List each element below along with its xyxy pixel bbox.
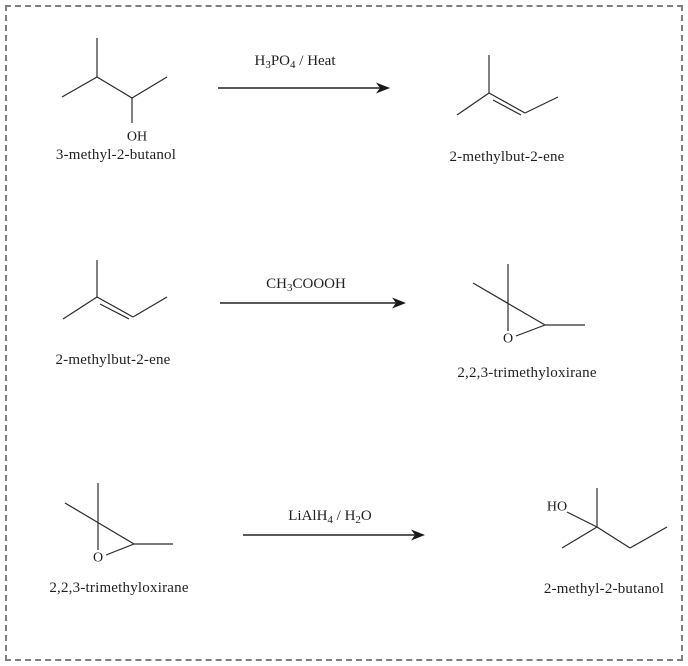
reagent-step-3: LiAlH4 / H2O [288, 508, 372, 526]
bond-line [566, 511, 598, 528]
bond-line [524, 96, 559, 114]
arrow-head [411, 529, 425, 541]
reagent-text: PO [270, 53, 291, 69]
arrow-head [376, 82, 390, 94]
structure-2-methyl-2-butanol: HO [540, 480, 680, 560]
label-product-1: 2-methylbut-2-ene [449, 149, 565, 165]
structure-2-methylbut-2-ene-row2 [45, 250, 185, 335]
reaction-arrow [218, 82, 390, 94]
structure-trimethyloxirane-row2: O [460, 255, 595, 350]
reagent-text: LiAlH [288, 508, 328, 524]
bond-line [62, 296, 98, 320]
subscript-text: 2 [355, 514, 361, 526]
bond-line [515, 324, 546, 337]
label-reactant-3: 2,2,3-trimethyloxirane [49, 580, 189, 596]
bond-line [561, 526, 598, 549]
bond-line [96, 296, 134, 318]
reagent-step-2: CH3COOOH [266, 276, 346, 294]
skeletal-structure [456, 55, 559, 116]
bond-line [488, 92, 526, 114]
structure-trimethyloxirane-row3: O [50, 475, 185, 570]
bond-line [61, 76, 98, 98]
reagent-text: COOOH [292, 276, 346, 292]
bond-line [64, 502, 135, 545]
reaction-arrow [220, 297, 406, 309]
atom-label: OH [127, 130, 147, 145]
reagent-text: / H [332, 508, 356, 524]
atom-label: HO [547, 500, 567, 515]
dashed-border [5, 5, 683, 661]
label-reactant-2: 2-methylbut-2-ene [55, 352, 171, 368]
atom-label: O [503, 332, 513, 347]
bond-line [492, 99, 522, 116]
bond-line [456, 92, 490, 116]
label-product-3: 2-methyl-2-butanol [543, 581, 665, 597]
bond-line [99, 303, 130, 320]
reagent-text: CH [266, 276, 287, 292]
skeletal-structure [62, 260, 168, 320]
subscript-text: 4 [290, 59, 296, 71]
bond-line [131, 76, 168, 99]
skeletal-structure: O [472, 264, 585, 347]
bond-line [96, 76, 133, 99]
structure-3-methyl-2-butanol: OH [45, 30, 185, 150]
arrow-head [392, 297, 406, 309]
skeletal-structure: HO [547, 488, 668, 549]
subscript-text: 3 [287, 282, 293, 294]
reagent-step-1: H3PO4 / Heat [254, 53, 335, 71]
bond-line [629, 526, 668, 549]
bond-line [596, 526, 631, 549]
atom-label: O [93, 551, 103, 566]
reagent-text: O [360, 508, 372, 524]
subscript-text: 3 [265, 59, 271, 71]
bond-line [105, 543, 135, 556]
skeletal-structure: OH [61, 38, 168, 145]
subscript-text: 4 [327, 514, 333, 526]
bond-line [472, 282, 546, 326]
reagent-text: H [254, 53, 266, 69]
reaction-arrow [243, 529, 425, 541]
label-product-2: 2,2,3-trimethyloxirane [457, 365, 597, 381]
label-reactant-1: 3-methyl-2-butanol [55, 147, 177, 163]
bond-line [132, 296, 168, 318]
reagent-text: / Heat [295, 53, 336, 69]
structure-2-methylbut-2-ene-row1 [450, 45, 570, 125]
skeletal-structure: O [64, 483, 173, 566]
